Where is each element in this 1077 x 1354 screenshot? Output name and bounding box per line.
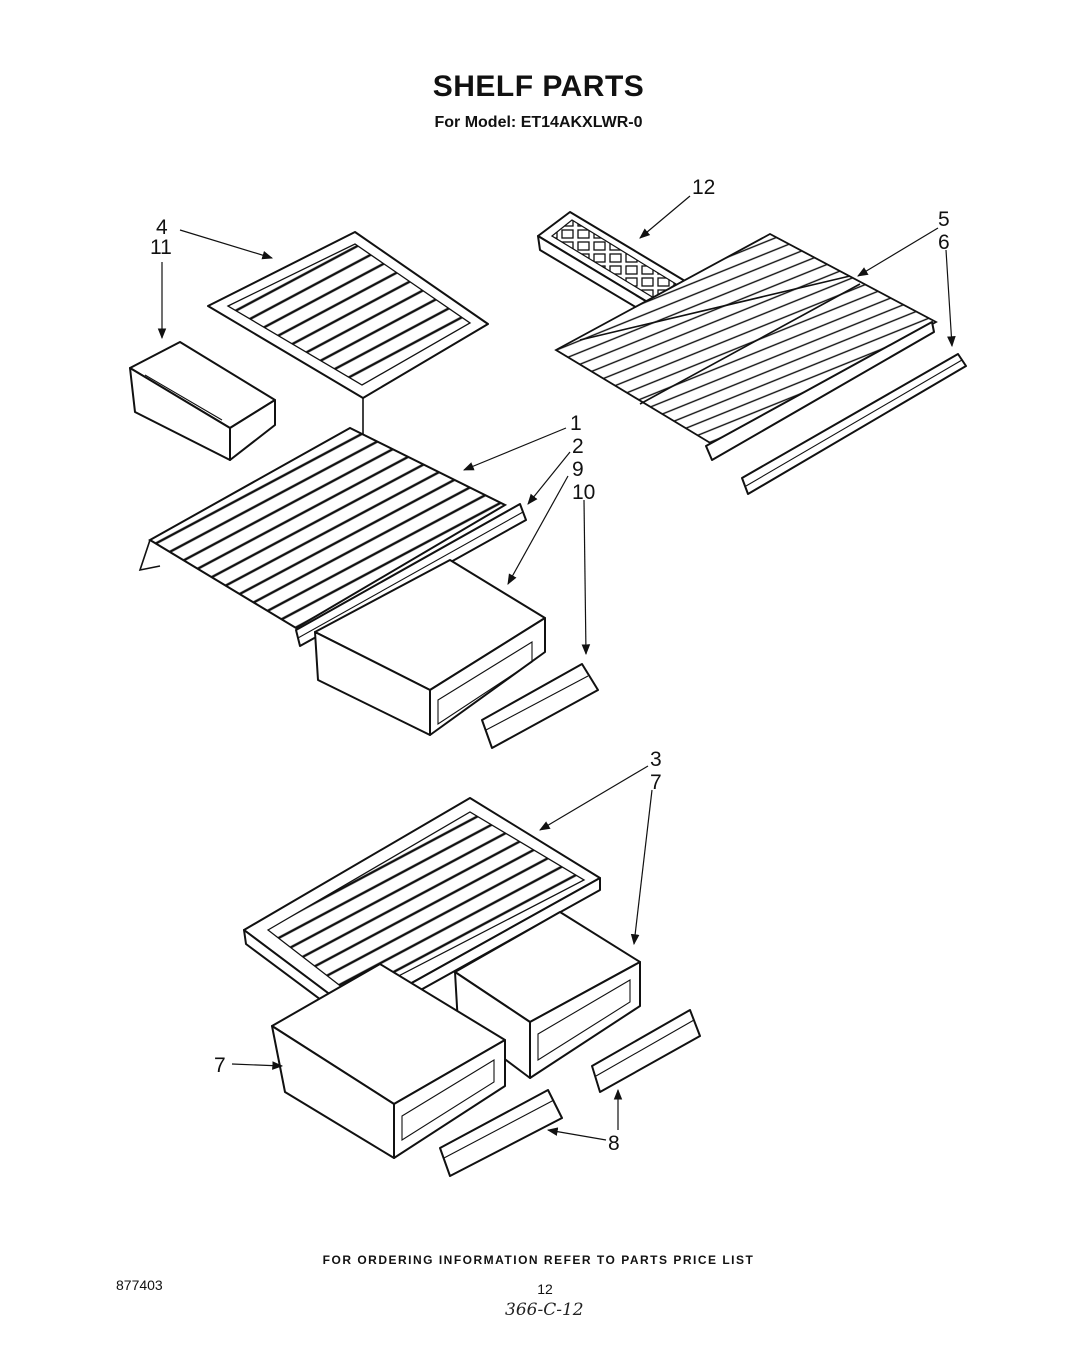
callout-7-left: 7 [214, 1054, 226, 1077]
wire-shelf-part-5 [554, 232, 938, 461]
lower-crisper-drawer-right-part-7 [454, 911, 641, 1079]
crisper-drawer-part-9 [314, 559, 546, 736]
page-title: SHELF PARTS [432, 70, 645, 103]
shelf-frame-part-4 [207, 231, 489, 515]
document-number: 877403 [116, 1277, 163, 1293]
leader-lines [157, 195, 956, 1141]
callout-4: 4 [156, 216, 168, 239]
lower-crisper-trim-right-part-8 [591, 1009, 701, 1093]
page-number: 12 [537, 1281, 553, 1297]
callout-7-right: 7 [650, 771, 662, 794]
callout-9: 9 [572, 458, 584, 481]
lower-crisper-drawer-left-part-7 [271, 963, 506, 1159]
callout-labels: 12 4 11 5 6 1 2 9 10 3 7 7 8 [150, 176, 950, 1155]
handwritten-reference: 366-C-12 [505, 1300, 584, 1320]
shelf-trim-part-6 [741, 353, 967, 495]
callout-3: 3 [650, 748, 662, 771]
callout-6: 6 [938, 231, 950, 254]
main-shelf-part-1 [138, 426, 508, 630]
callout-11: 11 [150, 236, 172, 259]
callout-2: 2 [572, 435, 584, 458]
callout-12: 12 [692, 176, 715, 199]
callout-8: 8 [608, 1132, 620, 1155]
lower-crisper-trim-left-part-8 [439, 1089, 563, 1177]
crisper-trim-part-10 [481, 663, 599, 749]
callout-1: 1 [570, 412, 582, 435]
model-subtitle: For Model: ET14AKXLWR-0 [434, 114, 643, 131]
callout-5: 5 [938, 208, 950, 231]
ordering-info-note: FOR ORDERING INFORMATION REFER TO PARTS … [322, 1253, 755, 1267]
small-bin-part-11 [129, 341, 276, 461]
callout-10: 10 [572, 481, 595, 504]
